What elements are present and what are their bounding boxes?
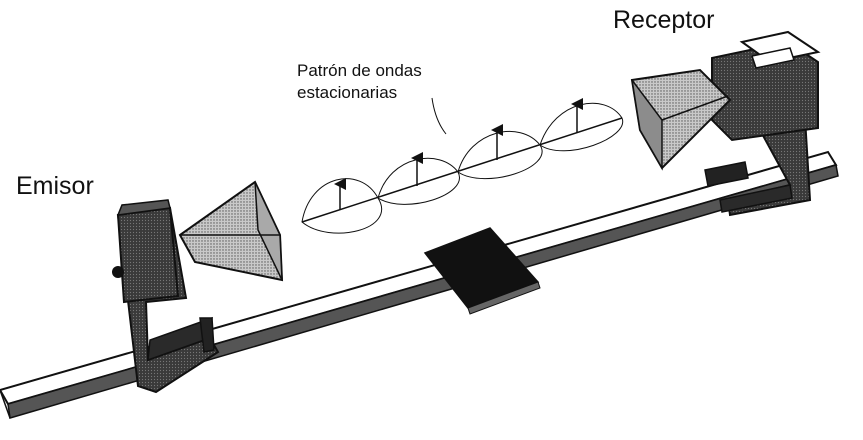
standing-wave-label-line2: estacionarias	[297, 83, 398, 102]
receiver-label: Receptor	[613, 6, 715, 34]
emitter-antenna	[112, 180, 284, 394]
standing-wave-label: Patrón de ondas estacionarias	[297, 60, 422, 104]
standing-wave-pattern	[301, 97, 624, 234]
receiver-antenna	[630, 30, 821, 217]
emitter-label: Emisor	[16, 172, 94, 200]
standing-wave-label-line1: Patrón de ondas	[297, 61, 422, 80]
reflector-plate	[423, 227, 541, 315]
